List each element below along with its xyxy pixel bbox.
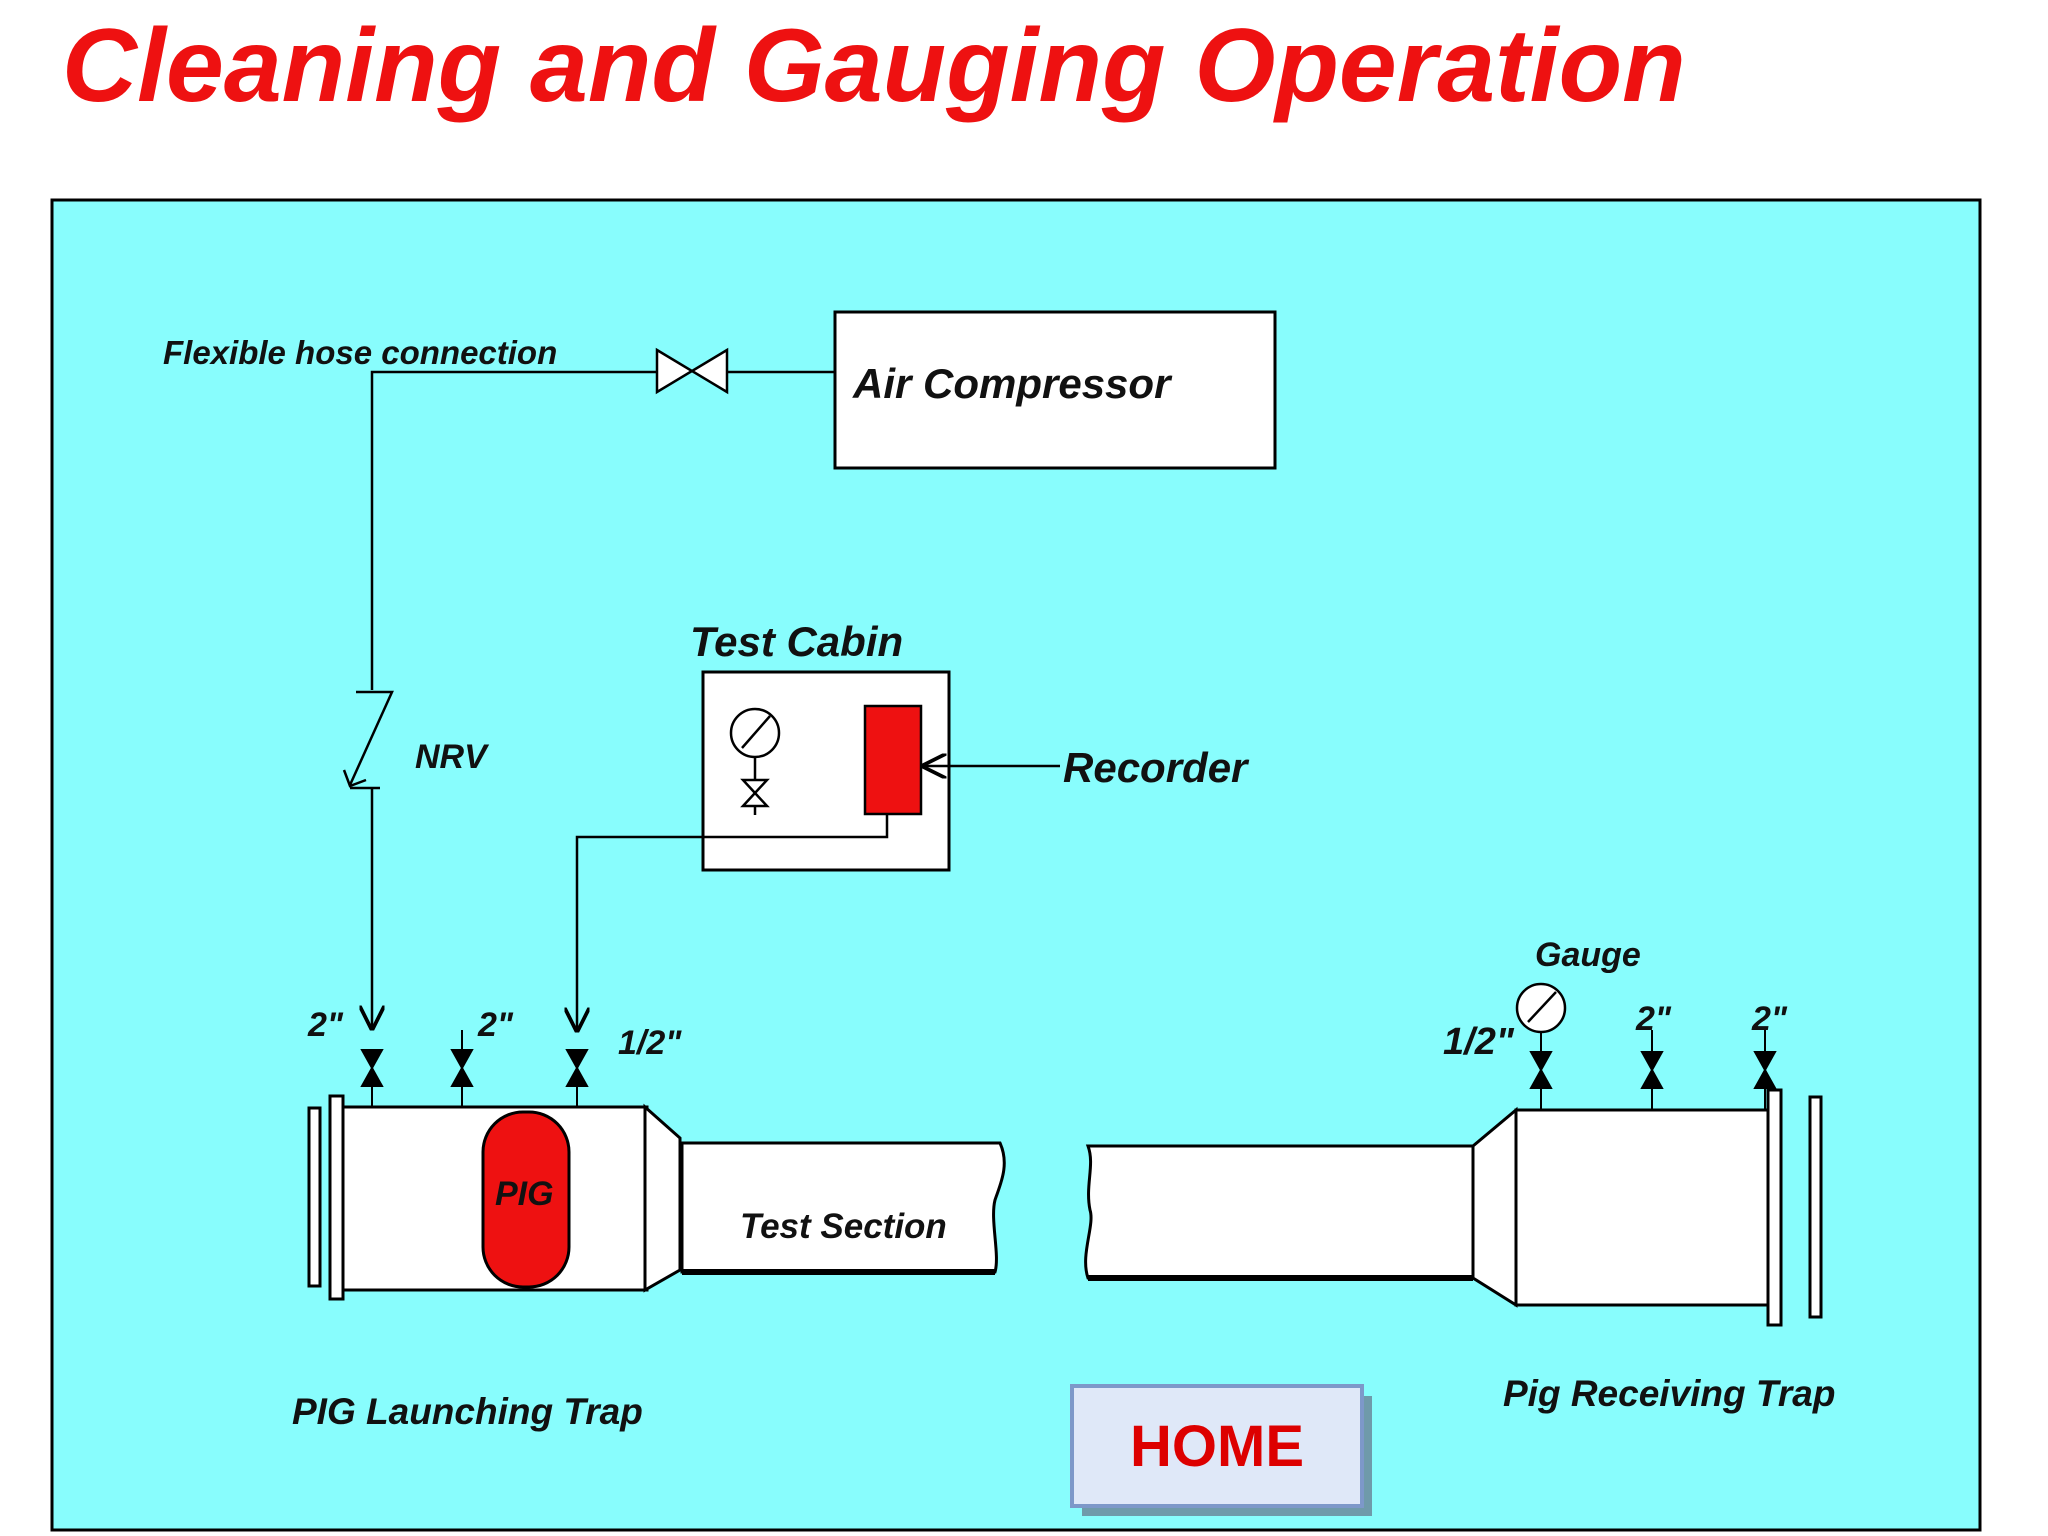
cabin-gauge-icon — [729, 707, 781, 815]
pig-label: PIG — [495, 1175, 554, 1213]
receiving-gauge-icon — [1515, 982, 1567, 1034]
receive-valve-3-size: 2" — [1751, 1000, 1788, 1038]
gauge-label: Gauge — [1535, 936, 1641, 974]
flexible-hose-label: Flexible hose connection — [163, 334, 557, 371]
air-compressor-label: Air Compressor — [852, 360, 1173, 407]
receive-valve-2-icon — [1640, 1030, 1664, 1110]
launch-valve-1-icon — [360, 1049, 384, 1107]
receive-valve-1-size: 1/2" — [1443, 1021, 1515, 1063]
launch-valve-1-size: 2" — [307, 1006, 344, 1044]
recorder-signal-line — [577, 814, 889, 1030]
launch-valve-3-icon — [565, 1049, 589, 1107]
receive-valve-1-icon — [1529, 1032, 1553, 1110]
test-section-label: Test Section — [740, 1207, 947, 1246]
home-button-label: HOME — [1130, 1414, 1304, 1479]
nrv-icon — [342, 690, 394, 790]
receive-valve-3-icon — [1753, 1030, 1777, 1110]
receive-valve-2-size: 2" — [1635, 1000, 1672, 1038]
recorder-label: Recorder — [1063, 744, 1250, 791]
launch-valve-3-size: 1/2" — [618, 1024, 682, 1062]
launch-valve-2-size: 2" — [477, 1006, 514, 1044]
launch-valve-2-icon — [450, 1030, 474, 1107]
page-title: Cleaning and Gauging Operation — [62, 8, 1686, 124]
compressor-hose-line — [370, 370, 835, 690]
nrv-label: NRV — [415, 738, 490, 776]
hose-valve-icon — [655, 347, 729, 395]
receiving-trap-label: Pig Receiving Trap — [1503, 1373, 1835, 1414]
test-section-pipe-right — [1084, 1144, 1475, 1281]
recorder-box — [863, 704, 923, 816]
receiving-trap — [1471, 1088, 1823, 1327]
test-section-pipe-left — [680, 1141, 1006, 1275]
launching-trap-label: PIG Launching Trap — [292, 1391, 643, 1432]
pig-body — [481, 1110, 571, 1289]
home-button[interactable]: HOME — [1070, 1384, 1372, 1516]
test-cabin-label: Test Cabin — [690, 618, 903, 665]
air-compressor-box — [833, 310, 1277, 470]
